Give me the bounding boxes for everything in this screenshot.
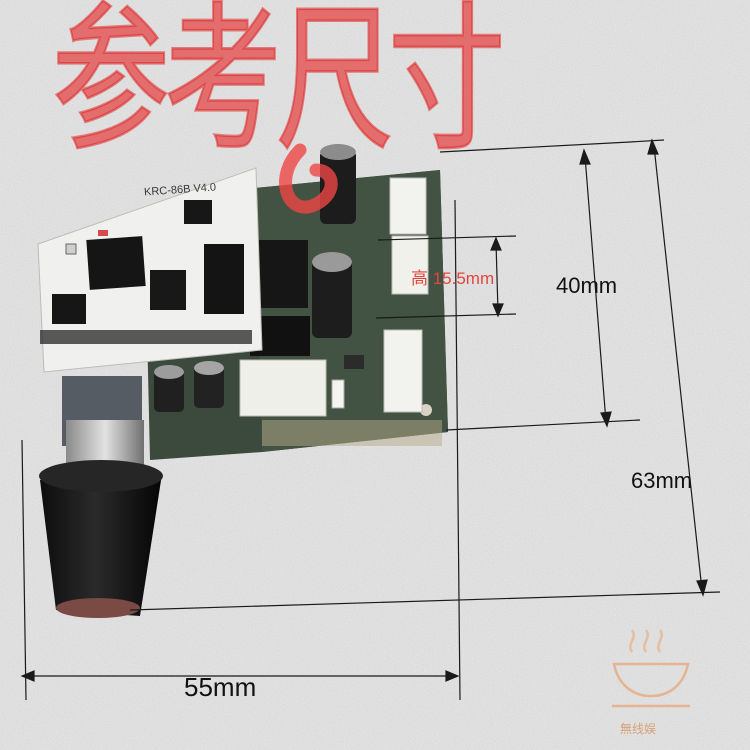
capacitors	[154, 144, 356, 412]
title-overlay-reference-size: 参考尺寸	[51, 0, 507, 173]
height-dimension-label: 高 15.5mm	[411, 269, 495, 288]
connectors	[239, 177, 429, 417]
red-swoosh-overlay	[279, 143, 338, 214]
bluetooth-module	[37, 167, 263, 373]
dimension-lines	[20, 138, 721, 701]
watermark-cup-logo	[612, 629, 690, 708]
volume-knob	[39, 376, 163, 618]
width-dimension-label: 55mm	[184, 672, 257, 702]
length-dimension-label: 63mm	[631, 468, 693, 493]
board-length-dimension-label: 40mm	[556, 273, 618, 298]
watermark-text: 無线娱	[620, 722, 657, 736]
